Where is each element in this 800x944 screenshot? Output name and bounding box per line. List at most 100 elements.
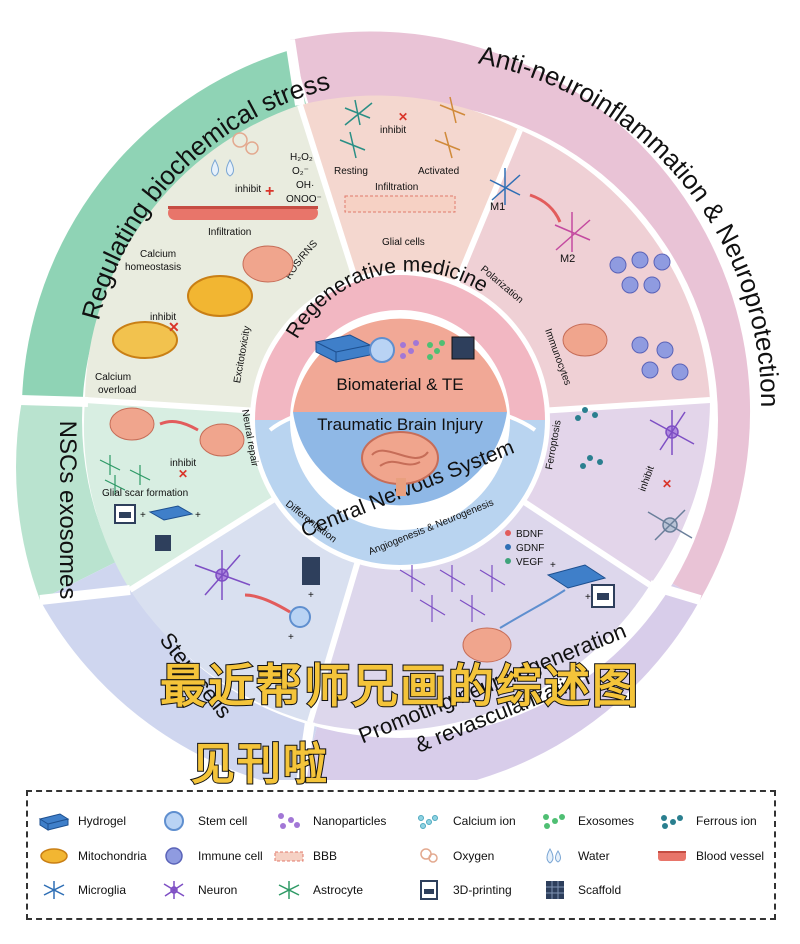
- caption-line-2: 见刊啦: [190, 738, 329, 791]
- svg-text:Infiltration: Infiltration: [208, 227, 251, 238]
- svg-text:homeostasis: homeostasis: [125, 262, 181, 273]
- legend-item-water: Water: [538, 845, 610, 867]
- legend-label: Calcium ion: [453, 814, 516, 828]
- legend-label: Blood vessel: [696, 849, 765, 863]
- diff-sector: + +: [194, 550, 320, 643]
- bbb-icon: [274, 851, 304, 862]
- angio-sector: BDNF GDNF VEGF + +: [399, 529, 615, 663]
- astrocyte-icon: [99, 455, 151, 495]
- legend-label: Hydrogel: [78, 814, 127, 828]
- legend-label: Mitochondria: [78, 849, 147, 863]
- svg-text:+: +: [550, 560, 556, 571]
- svg-text:GDNF: GDNF: [516, 543, 544, 554]
- ros-sector: H₂O₂ O₂⁻ OH· ONOO⁻ inhibit + Infiltratio…: [95, 132, 322, 396]
- svg-text:+: +: [195, 510, 201, 521]
- svg-text:O₂⁻: O₂⁻: [292, 166, 309, 177]
- legend: Hydrogel Stem cell Nanoparticles Calcium…: [26, 790, 776, 920]
- label-glial-cells: Glial cells: [382, 237, 425, 248]
- scaffold-icon: [451, 336, 475, 360]
- svg-text:inhibit: inhibit: [235, 184, 261, 195]
- outer-label-nscs: NSCs exosomes: [54, 421, 81, 600]
- legend-item-astrocyte: Astrocyte: [273, 879, 363, 901]
- svg-text:VEGF: VEGF: [516, 557, 543, 568]
- legend-label: Water: [578, 849, 610, 863]
- water-icon: [211, 159, 234, 177]
- legend-item-blood-vessel: Blood vessel: [656, 845, 764, 867]
- svg-text:+: +: [308, 590, 314, 601]
- hydrogel-icon: [38, 813, 70, 831]
- microglia-icon: [43, 881, 65, 899]
- caption-line-1: 最近帮师兄画的综述图: [159, 658, 640, 714]
- inhibit-cross-icon: +: [265, 183, 274, 200]
- legend-item-nanoparticles: Nanoparticles: [273, 810, 386, 832]
- inhibit-cross-icon: ✕: [662, 477, 672, 491]
- legend-item-neuron: Neuron: [158, 879, 237, 901]
- blood-vessel-icon: [658, 851, 686, 861]
- bbb-icon: [344, 195, 456, 213]
- legend-label: Immune cell: [198, 849, 263, 863]
- legend-item-immune-cell: Immune cell: [158, 845, 263, 867]
- svg-text:inhibit: inhibit: [150, 312, 176, 323]
- water-icon: [546, 848, 561, 864]
- legend-item-scaffold: Scaffold: [538, 879, 621, 901]
- legend-item-stem-cell: Stem cell: [158, 810, 247, 832]
- inhibit-cross-icon: ✕: [168, 319, 180, 335]
- inner-glial: [300, 95, 520, 421]
- legend-item-calcium-ion: Calcium ion: [413, 810, 516, 832]
- calcium-ion-icon: [418, 815, 438, 829]
- svg-text:+: +: [140, 510, 146, 521]
- blood-vessel-icon: [168, 206, 318, 220]
- legend-label: Oxygen: [453, 849, 495, 863]
- 3d-printer-icon: [420, 880, 438, 900]
- immune-cell-icon: [609, 251, 689, 381]
- brain-ros-icon: [242, 245, 294, 283]
- svg-text:OH·: OH·: [296, 180, 314, 191]
- legend-label: Microglia: [78, 883, 127, 897]
- ferrous-ion-icon: [661, 815, 683, 829]
- legend-item-exosomes: Exosomes: [538, 810, 634, 832]
- legend-label: Ferrous ion: [696, 814, 757, 828]
- legend-label: BBB: [313, 849, 338, 863]
- svg-text:Calcium: Calcium: [140, 249, 176, 260]
- inhibit-cross-icon: ✕: [178, 467, 188, 481]
- svg-text:+: +: [585, 592, 591, 603]
- svg-text:M1: M1: [490, 201, 505, 213]
- svg-text:BDNF: BDNF: [516, 529, 543, 540]
- neural-sector: inhibit ✕ Glial scar formation + +: [99, 407, 245, 551]
- stem-cell-icon: [164, 811, 184, 831]
- svg-text:Infiltration: Infiltration: [375, 182, 418, 193]
- hydrogel-icon: [314, 334, 372, 363]
- svg-text:+: +: [288, 632, 294, 643]
- biomaterial-row: [314, 334, 475, 363]
- svg-text:M2: M2: [560, 253, 575, 265]
- oxygen-icon: [420, 848, 438, 863]
- legend-label: Astrocyte: [313, 883, 364, 897]
- legend-label: Exosomes: [578, 814, 635, 828]
- svg-text:Calcium: Calcium: [95, 372, 131, 383]
- stem-cell-icon: [369, 337, 395, 363]
- legend-label: Stem cell: [198, 814, 248, 828]
- legend-label: Neuron: [198, 883, 238, 897]
- svg-text:overload: overload: [98, 385, 136, 396]
- ferrous-ion-icon: [575, 407, 603, 469]
- glial-sector: inhibit ✕ Resting Activated Infiltration: [334, 96, 466, 213]
- mitochondria-icon: [40, 848, 68, 864]
- legend-item-hydrogel: Hydrogel: [38, 810, 126, 832]
- legend-item-microglia: Microglia: [38, 879, 126, 901]
- svg-text:ONOO⁻: ONOO⁻: [286, 194, 322, 205]
- mitochondria-icon: [112, 275, 253, 359]
- legend-item-mitochondria: Mitochondria: [38, 845, 147, 867]
- brain-center-icon: [361, 431, 439, 496]
- nanoparticles-icon: [278, 813, 300, 829]
- polar-sector: M1 M2: [489, 168, 689, 381]
- nanoparticles-icon: [400, 340, 419, 359]
- immune-cell-icon: [165, 847, 183, 865]
- legend-label: Nanoparticles: [313, 814, 387, 828]
- svg-text:Activated: Activated: [418, 166, 459, 177]
- review-diagram: Regulating biochemical stress Anti-neuro…: [16, 31, 785, 780]
- svg-text:inhibit: inhibit: [380, 125, 406, 136]
- legend-item-oxygen: Oxygen: [413, 845, 494, 867]
- scaffold-icon: [546, 881, 564, 899]
- center-tbi: Traumatic Brain Injury: [317, 415, 483, 434]
- center-biomaterial: Biomaterial & TE: [336, 375, 463, 394]
